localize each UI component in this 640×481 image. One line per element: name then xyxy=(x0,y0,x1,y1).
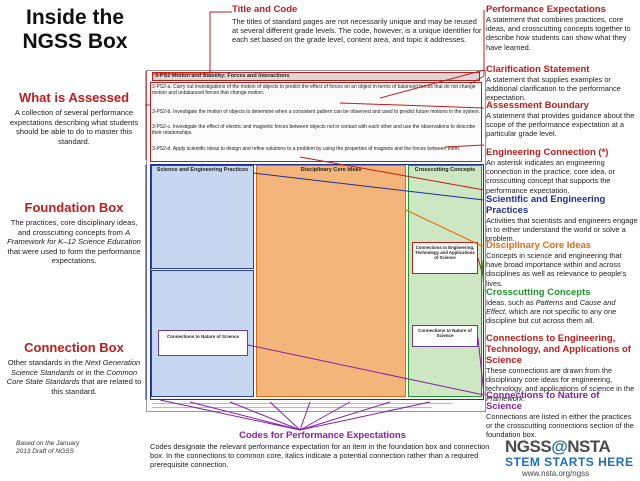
foundation-text-pre: The practices, core disciplinary ideas, … xyxy=(10,218,138,237)
eng-tech-label: Connections to Engineering, Technology a… xyxy=(415,245,475,260)
annot-practices-heading: Scientific and Engineering Practices xyxy=(486,194,606,216)
practices-label: Science and Engineering Practices xyxy=(156,167,249,173)
connection-text-post: that are related to this standard. xyxy=(51,377,142,396)
connection-text-mid: or in the xyxy=(74,367,107,377)
annot-core-ideas-text: Concepts in science and engineering that… xyxy=(486,251,627,288)
annot-crosscutting-heading: Crosscutting Concepts xyxy=(486,287,591,298)
annot-pe-heading: Performance Expectations xyxy=(486,4,606,15)
annot-practices-text: Activities that scientists and engineers… xyxy=(486,216,638,244)
page-title: Inside the NGSS Box xyxy=(22,6,128,53)
pe-row-b: 3-PS2-b. Investigate the motion of objec… xyxy=(152,109,480,115)
annot-performance-expectations: Performance Expectations A statement tha… xyxy=(486,4,638,64)
pe-row-a: 3-PS2-a. Carry out investigations of the… xyxy=(152,84,476,96)
title-code-heading: Title and Code xyxy=(232,4,298,15)
annot-assessment-boundary: Assessment Boundary A statement that pro… xyxy=(486,100,638,147)
annot-eng-tech: Connections to Engineering, Technology, … xyxy=(486,333,638,403)
pe-box-outline xyxy=(150,82,482,162)
title-code-text: The titles of standard pages are not nec… xyxy=(232,17,482,45)
title-code-section: Title and Code The titles of standard pa… xyxy=(232,4,482,45)
annot-eng-tech-heading: Connections to Engineering, Technology, … xyxy=(486,333,631,366)
nature-science-left-box: Connections to Nature of Science xyxy=(158,330,248,356)
annot-eng-suffix: (*) xyxy=(595,147,609,158)
logo-ngss: NGSS xyxy=(505,437,552,456)
pe-title-bar: 3-PS2 Motion and Stability: Forces and I… xyxy=(152,72,480,81)
annot-core-ideas: Disciplinary Core Ideas Concepts in scie… xyxy=(486,240,638,288)
annot-eng-tech-text: These connections are drawn from the dis… xyxy=(486,366,635,403)
logo-at: @ xyxy=(551,437,568,456)
what-assessed-text: A collection of several performance expe… xyxy=(9,108,139,146)
connection-text-italic2: Common Core State Standards xyxy=(6,367,138,387)
connection-box-section: Connection Box Other standards in the Ne… xyxy=(4,340,144,396)
connection-text-italic1: Next Generation Science Standards xyxy=(10,358,141,377)
logo-tagline: STEM STARTS HERE xyxy=(505,455,634,469)
foundation-box-section: Foundation Box The practices, core disci… xyxy=(4,200,144,266)
logo-url[interactable]: www.nsta.org/ngss xyxy=(522,469,590,478)
annot-eng-text: An asterisk indicates an engineering con… xyxy=(486,158,616,195)
codes-text: Codes designate the relevant performance… xyxy=(150,442,490,470)
foundation-box-heading: Foundation Box xyxy=(24,200,124,215)
connection-box-text: Other standards in the Next Generation S… xyxy=(4,358,144,396)
based-on-note: Based on the January 2013 Draft of NGSS xyxy=(16,440,80,455)
practices-box: Science and Engineering Practices xyxy=(151,165,254,269)
annot-practices: Scientific and Engineering Practices Act… xyxy=(486,194,638,243)
annot-clarification-heading: Clarification Statement xyxy=(486,64,590,75)
connection-text-lines xyxy=(150,276,484,412)
pe-row-c: 3-PS2-c. Investigate the effect of elect… xyxy=(152,124,476,136)
annot-crosscutting: Crosscutting Concepts Ideas, such as Pat… xyxy=(486,287,638,333)
annot-eng-heading: Engineering Connection xyxy=(486,147,596,158)
nature-science-left-label: Connections to Nature of Science xyxy=(166,334,239,339)
foundation-text-post: that were used to form the performance e… xyxy=(7,246,141,266)
what-assessed-heading: What is Assessed xyxy=(18,90,130,105)
codes-heading: Codes for Performance Expectations xyxy=(239,430,406,441)
annot-boundary-heading: Assessment Boundary xyxy=(486,100,589,111)
annot-boundary-text: A statement that provides guidance about… xyxy=(486,111,635,139)
annot-crosscutting-text: Ideas, such as Patterns and Cause and Ef… xyxy=(486,298,617,326)
annot-clarification: Clarification Statement A statement that… xyxy=(486,64,638,103)
foundation-box-text: The practices, core disciplinary ideas, … xyxy=(4,218,144,266)
foundation-text-italic: A Framework for K–12 Science Education xyxy=(7,227,141,247)
pe-row-d: 3-PS2-d. Apply scientific ideas to desig… xyxy=(152,146,461,152)
connection-text-pre: Other standards in the xyxy=(7,358,85,367)
what-assessed-section: What is Assessed A collection of several… xyxy=(4,90,144,146)
annot-pe-text: A statement that combines practices, cor… xyxy=(486,15,631,52)
annot-nature-heading: Connections to Nature of Science xyxy=(486,390,600,412)
codes-section: Codes for Performance Expectations Codes… xyxy=(150,430,495,470)
annot-nature-science: Connections to Nature of Science Connect… xyxy=(486,390,638,440)
connection-box-heading: Connection Box xyxy=(24,340,124,355)
logo-nsta: NSTA xyxy=(567,437,611,456)
right-annotations: Performance Expectations A statement tha… xyxy=(486,4,638,440)
ngss-nsta-logo: NGSS@NSTA xyxy=(505,437,611,457)
nature-science-right-label: Connections to Nature of Science xyxy=(418,328,472,338)
annot-core-ideas-heading: Disciplinary Core Ideas xyxy=(486,240,592,251)
annot-clarification-text: A statement that supplies examples or ad… xyxy=(486,75,621,103)
annot-engineering-connection: Engineering Connection (*) An asterisk i… xyxy=(486,147,638,195)
annot-nature-text: Connections are listed in either the pra… xyxy=(486,412,634,440)
